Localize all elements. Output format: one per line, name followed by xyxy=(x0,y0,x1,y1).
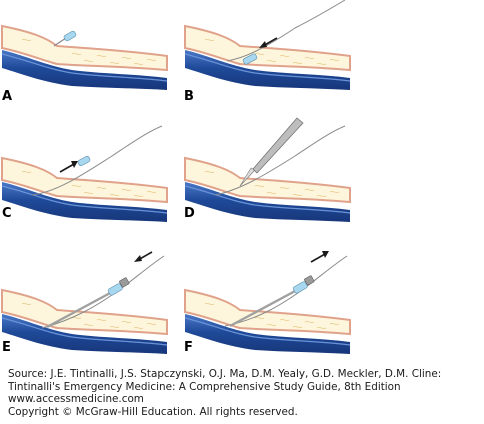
arrow-out xyxy=(59,163,75,173)
guidewire xyxy=(31,125,163,196)
panel-c xyxy=(1,125,168,223)
needle-hub xyxy=(63,30,77,42)
panel-f xyxy=(184,251,351,355)
panel-label-a: A xyxy=(2,89,13,104)
panel-label-f: F xyxy=(184,340,193,355)
panel-label-d: D xyxy=(184,206,195,221)
catheter xyxy=(229,288,298,328)
panel-label-b: B xyxy=(184,89,194,104)
panel-label-c: C xyxy=(2,206,12,221)
panel-b xyxy=(184,0,351,91)
source-caption: Source: J.E. Tintinalli, J.S. Stapczynsk… xyxy=(8,368,480,418)
dilator xyxy=(46,290,113,329)
panel-label-e: E xyxy=(2,340,11,355)
panel-a xyxy=(1,25,168,91)
arrow-out xyxy=(310,253,326,263)
caption-line-3: www.accessmedicine.com xyxy=(8,393,144,406)
scalpel-handle xyxy=(252,117,304,174)
needle xyxy=(53,37,67,47)
needle-hub xyxy=(77,155,91,167)
guidewire xyxy=(214,125,346,196)
guidewire xyxy=(226,0,346,62)
needle-hub xyxy=(242,53,258,65)
panel-d xyxy=(184,117,351,223)
seldinger-diagram xyxy=(1,0,351,355)
caption-line-1: Source: J.E. Tintinalli, J.S. Stapczynsk… xyxy=(8,368,442,380)
caption-line-4: Copyright © McGraw-Hill Education. All r… xyxy=(8,405,298,418)
panel-e xyxy=(1,251,168,355)
caption-line-2: Tintinalli's Emergency Medicine: A Compr… xyxy=(8,380,401,393)
